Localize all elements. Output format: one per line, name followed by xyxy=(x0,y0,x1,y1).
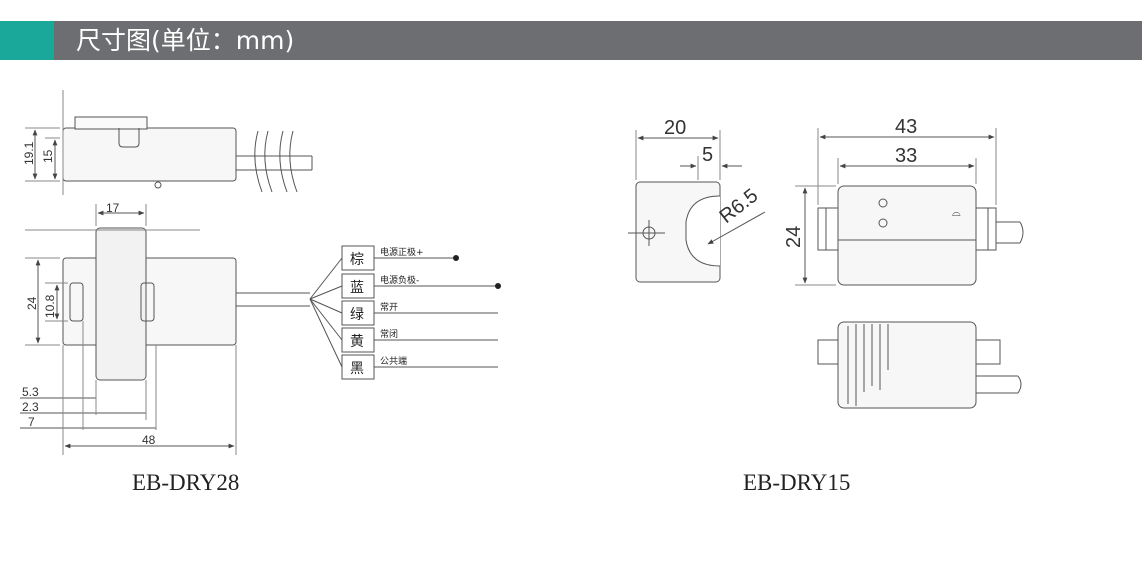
wire-label-nc: 常闭 xyxy=(380,328,398,340)
wire-color-green: 绿 xyxy=(350,307,364,323)
dim-24-right: 24 xyxy=(783,226,805,248)
page-title: 尺寸图(单位：mm) xyxy=(76,26,295,55)
header-accent xyxy=(0,21,54,60)
wire-label-no: 常开 xyxy=(380,301,398,313)
sensor-icon: ⌓ xyxy=(952,207,961,219)
eb-dry15-drawing xyxy=(628,128,1024,409)
eb-dry28-side-view xyxy=(62,116,313,193)
wire-color-brown: 棕 xyxy=(350,252,364,268)
terminal-dot xyxy=(495,283,501,289)
model-caption-eb-dry15: EB-DRY15 xyxy=(743,470,851,495)
wire-label-common: 公共端 xyxy=(380,355,407,367)
terminal-dot xyxy=(453,255,459,261)
dim-33: 33 xyxy=(895,145,917,167)
wire-color-blue: 蓝 xyxy=(350,280,364,296)
eb-dry28-front-view xyxy=(62,227,310,381)
model-caption-eb-dry28: EB-DRY28 xyxy=(132,470,240,495)
wire-color-yellow: 黄 xyxy=(350,333,364,350)
eb-dry28-drawing xyxy=(20,90,498,455)
dim-5-3: 5.3 xyxy=(22,385,39,399)
dim-24: 24 xyxy=(25,296,39,310)
eb-dry15-end-view xyxy=(628,181,721,283)
dim-r6-5: R6.5 xyxy=(716,185,763,228)
eb-dry15-bottom-view xyxy=(817,321,1022,409)
dim-19-1: 19.1 xyxy=(22,141,36,165)
wire-label-negative: 电源负极- xyxy=(380,274,419,286)
wire-label-positive: 电源正极+ xyxy=(380,246,424,258)
dim-5: 5 xyxy=(702,144,713,166)
section-header: 尺寸图(单位：mm) xyxy=(0,21,1142,60)
dim-10-8: 10.8 xyxy=(43,294,57,318)
dim-20: 20 xyxy=(664,117,686,139)
dim-7: 7 xyxy=(28,415,35,429)
dim-43: 43 xyxy=(895,116,917,138)
dim-48: 48 xyxy=(142,433,156,447)
wire-color-black: 黑 xyxy=(350,361,364,377)
dim-15: 15 xyxy=(41,149,55,163)
dim-2-3: 2.3 xyxy=(22,400,39,414)
eb-dry15-top-view xyxy=(817,185,1024,286)
dim-17: 17 xyxy=(106,201,120,215)
